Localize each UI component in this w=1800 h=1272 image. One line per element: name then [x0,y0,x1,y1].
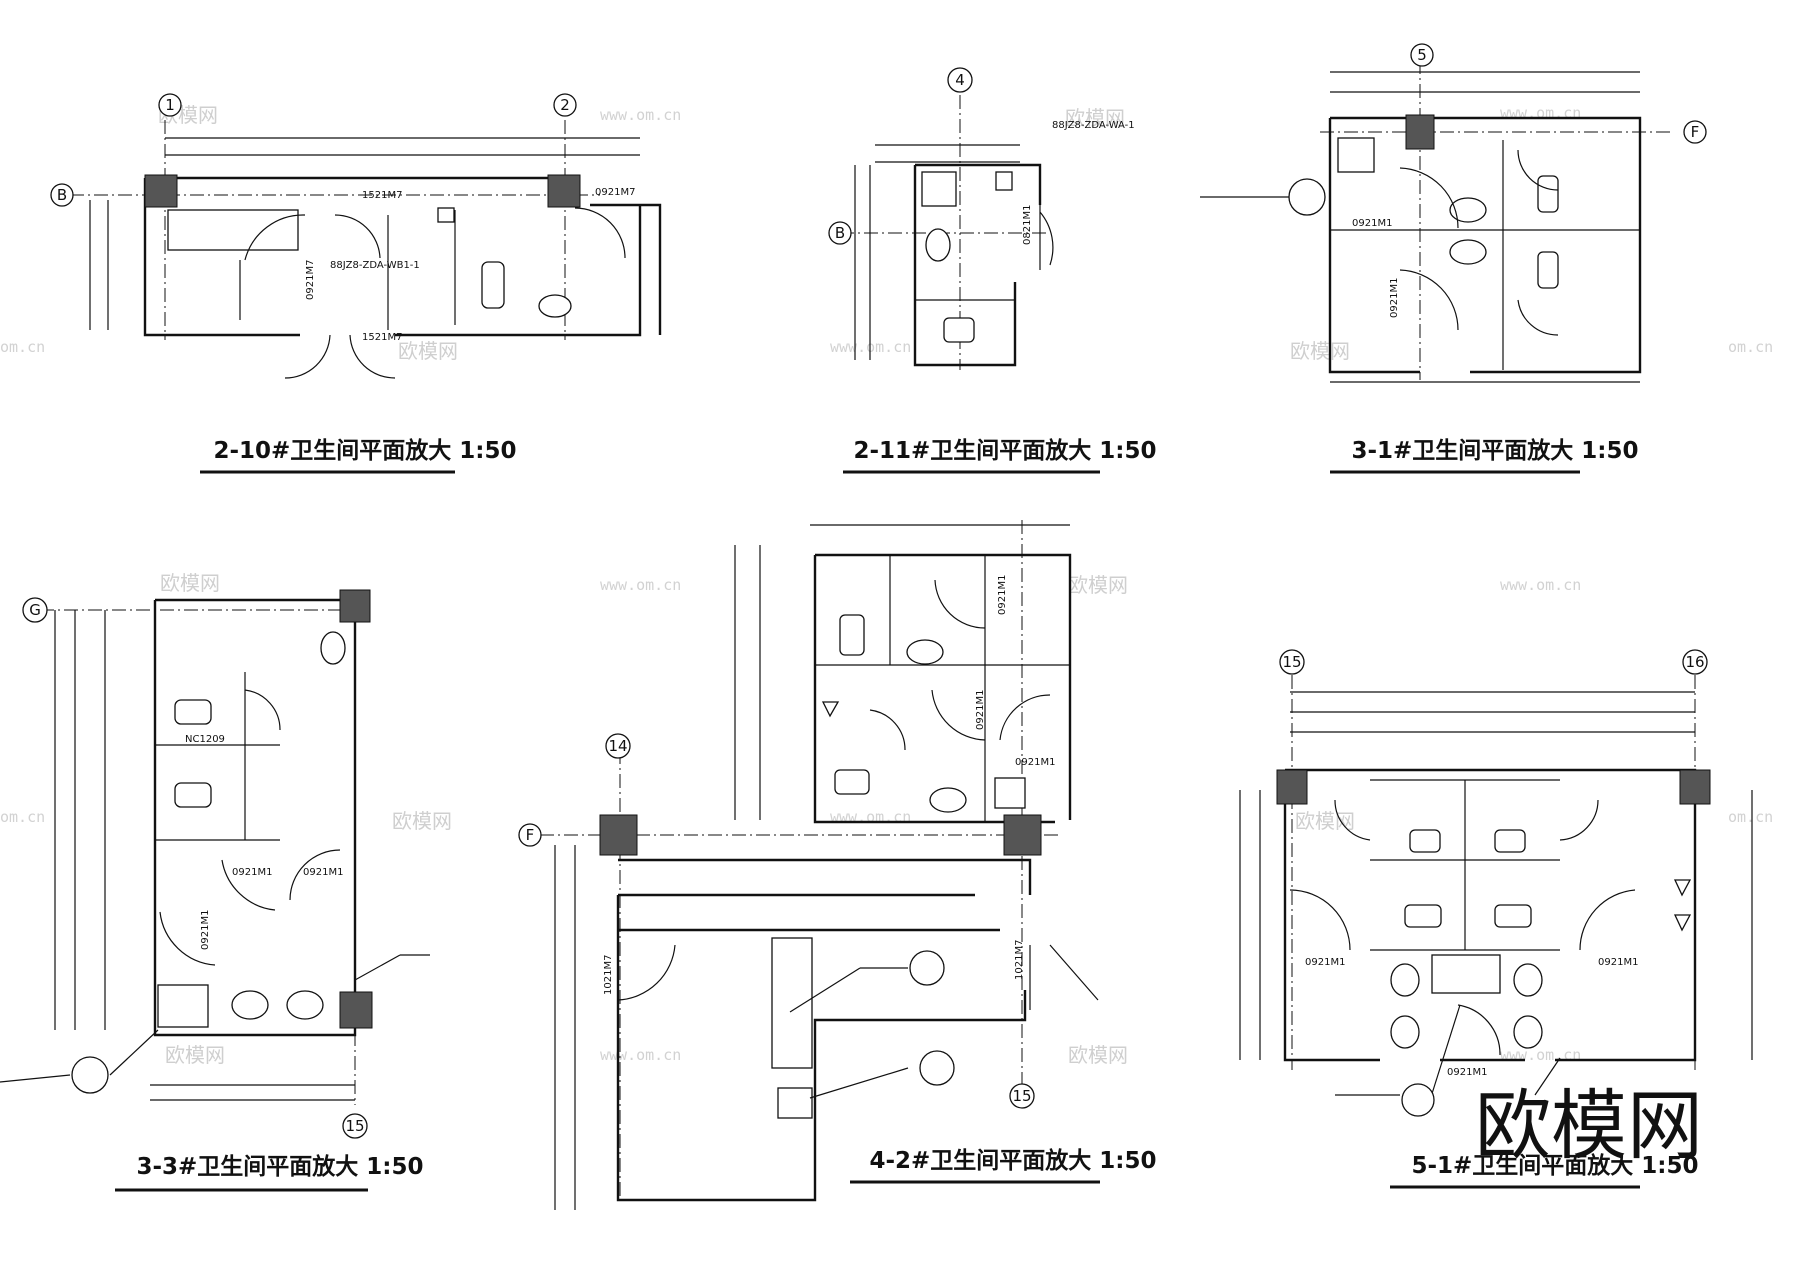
door-label: 0921M1 [997,575,1008,615]
plan-5-1: 15 16 0921M1 0921M1 0921M1 5-1#卫生间平面放大 1… [1239,649,1753,1189]
door-label: 0921M1 [1305,957,1345,968]
plan-title: 3-3#卫生间平面放大 1:50 [136,1153,423,1180]
door-label: 1521M7 [362,332,402,343]
door-label: 1021M7 [603,955,614,995]
door-label: 0921M1 [1015,757,1055,768]
plan-title: 2-10#卫生间平面放大 1:50 [213,437,516,464]
axis-label: G [29,601,41,619]
plan-4-2: 14 F 15 0921M1 0921M1 0921M1 1021M7 1021… [518,520,1157,1210]
plan-3-1: 5 F 0921M1 0921M1 3-1#卫生间平面放大 1:50 [1200,43,1707,474]
door-label: 0921M1 [1352,218,1392,229]
door-label: 1021M7 [1014,940,1025,980]
watermark-url: www.om.cn [600,106,681,124]
axis-label: 4 [955,71,965,89]
watermark-url: www.om.cn [600,1046,681,1064]
window-label: NC1209 [185,734,225,745]
door-label: 0921M1 [232,867,272,878]
watermark-url: www.om.cn [830,808,911,826]
watermark-url: www.om.cn [1500,576,1581,594]
door-label: 0921M1 [1447,1067,1487,1078]
plan-2-10: 1 2 B 1521M7 0921M7 88JZ8-ZDA-WB1-1 0921… [50,93,662,474]
plan-title: 2-11#卫生间平面放大 1:50 [853,437,1156,464]
axis-label: 16 [1685,653,1704,671]
plan-2-11: 4 B 88JZ8-ZDA-WA-1 0821M1 2-11#卫生间平面放大 1… [828,67,1157,474]
watermark: 欧模网 [1290,339,1350,363]
door-label: 0921M1 [200,910,211,950]
door-label: 0921M7 [305,260,316,300]
watermark-url: om.cn [0,338,45,356]
watermark-url: om.cn [1728,338,1773,356]
watermark: 欧模网 [398,339,458,363]
watermark-url: www.om.cn [600,576,681,594]
watermark-layer: 欧模网 www.om.cn 欧模网 www.om.cn om.cn 欧模网 ww… [0,103,1773,1067]
plan-title: 3-1#卫生间平面放大 1:50 [1351,437,1638,464]
door-label: 0921M1 [303,867,343,878]
watermark-url: www.om.cn [1500,104,1581,122]
watermark: 欧模网 [392,809,452,833]
door-label: 0821M1 [1022,205,1033,245]
watermark-url: om.cn [1728,808,1773,826]
axis-label: 15 [1012,1087,1031,1105]
axis-label: B [57,186,67,204]
axis-label: 15 [1282,653,1301,671]
watermark: 欧模网 [1068,1043,1128,1067]
axis-label: 2 [560,96,570,114]
door-label: 0921M7 [595,187,635,198]
plan-3-3: G 15 NC1209 0921M1 0921M1 0921M1 3-3#卫生间… [0,589,430,1192]
door-label: 0921M1 [975,690,986,730]
fixture-reference: 88JZ8-ZDA-WB1-1 [330,260,420,271]
fixture-reference: 88JZ8-ZDA-WA-1 [1052,120,1135,131]
axis-label: 14 [608,737,627,755]
door-label: 1521M7 [362,190,402,201]
plan-title: 5-1#卫生间平面放大 1:50 [1411,1152,1698,1179]
axis-label: F [526,826,535,844]
watermark: 欧模网 [160,571,220,595]
watermark-url: om.cn [0,808,45,826]
axis-label: B [835,224,845,242]
watermark: 欧模网 [1068,573,1128,597]
axis-label: 15 [345,1117,364,1135]
axis-label: 1 [165,96,175,114]
door-label: 0921M1 [1598,957,1638,968]
watermark: 欧模网 [1065,106,1125,130]
plan-title: 4-2#卫生间平面放大 1:50 [869,1147,1156,1174]
watermark: 欧模网 [1295,809,1355,833]
axis-label: F [1691,123,1700,141]
door-label: 0921M1 [1389,278,1400,318]
watermark-url: www.om.cn [830,338,911,356]
watermark: 欧模网 [165,1043,225,1067]
watermark-url: www.om.cn [1500,1046,1581,1064]
brand-logo: 欧模网 [1475,1081,1703,1170]
axis-label: 5 [1417,46,1427,64]
